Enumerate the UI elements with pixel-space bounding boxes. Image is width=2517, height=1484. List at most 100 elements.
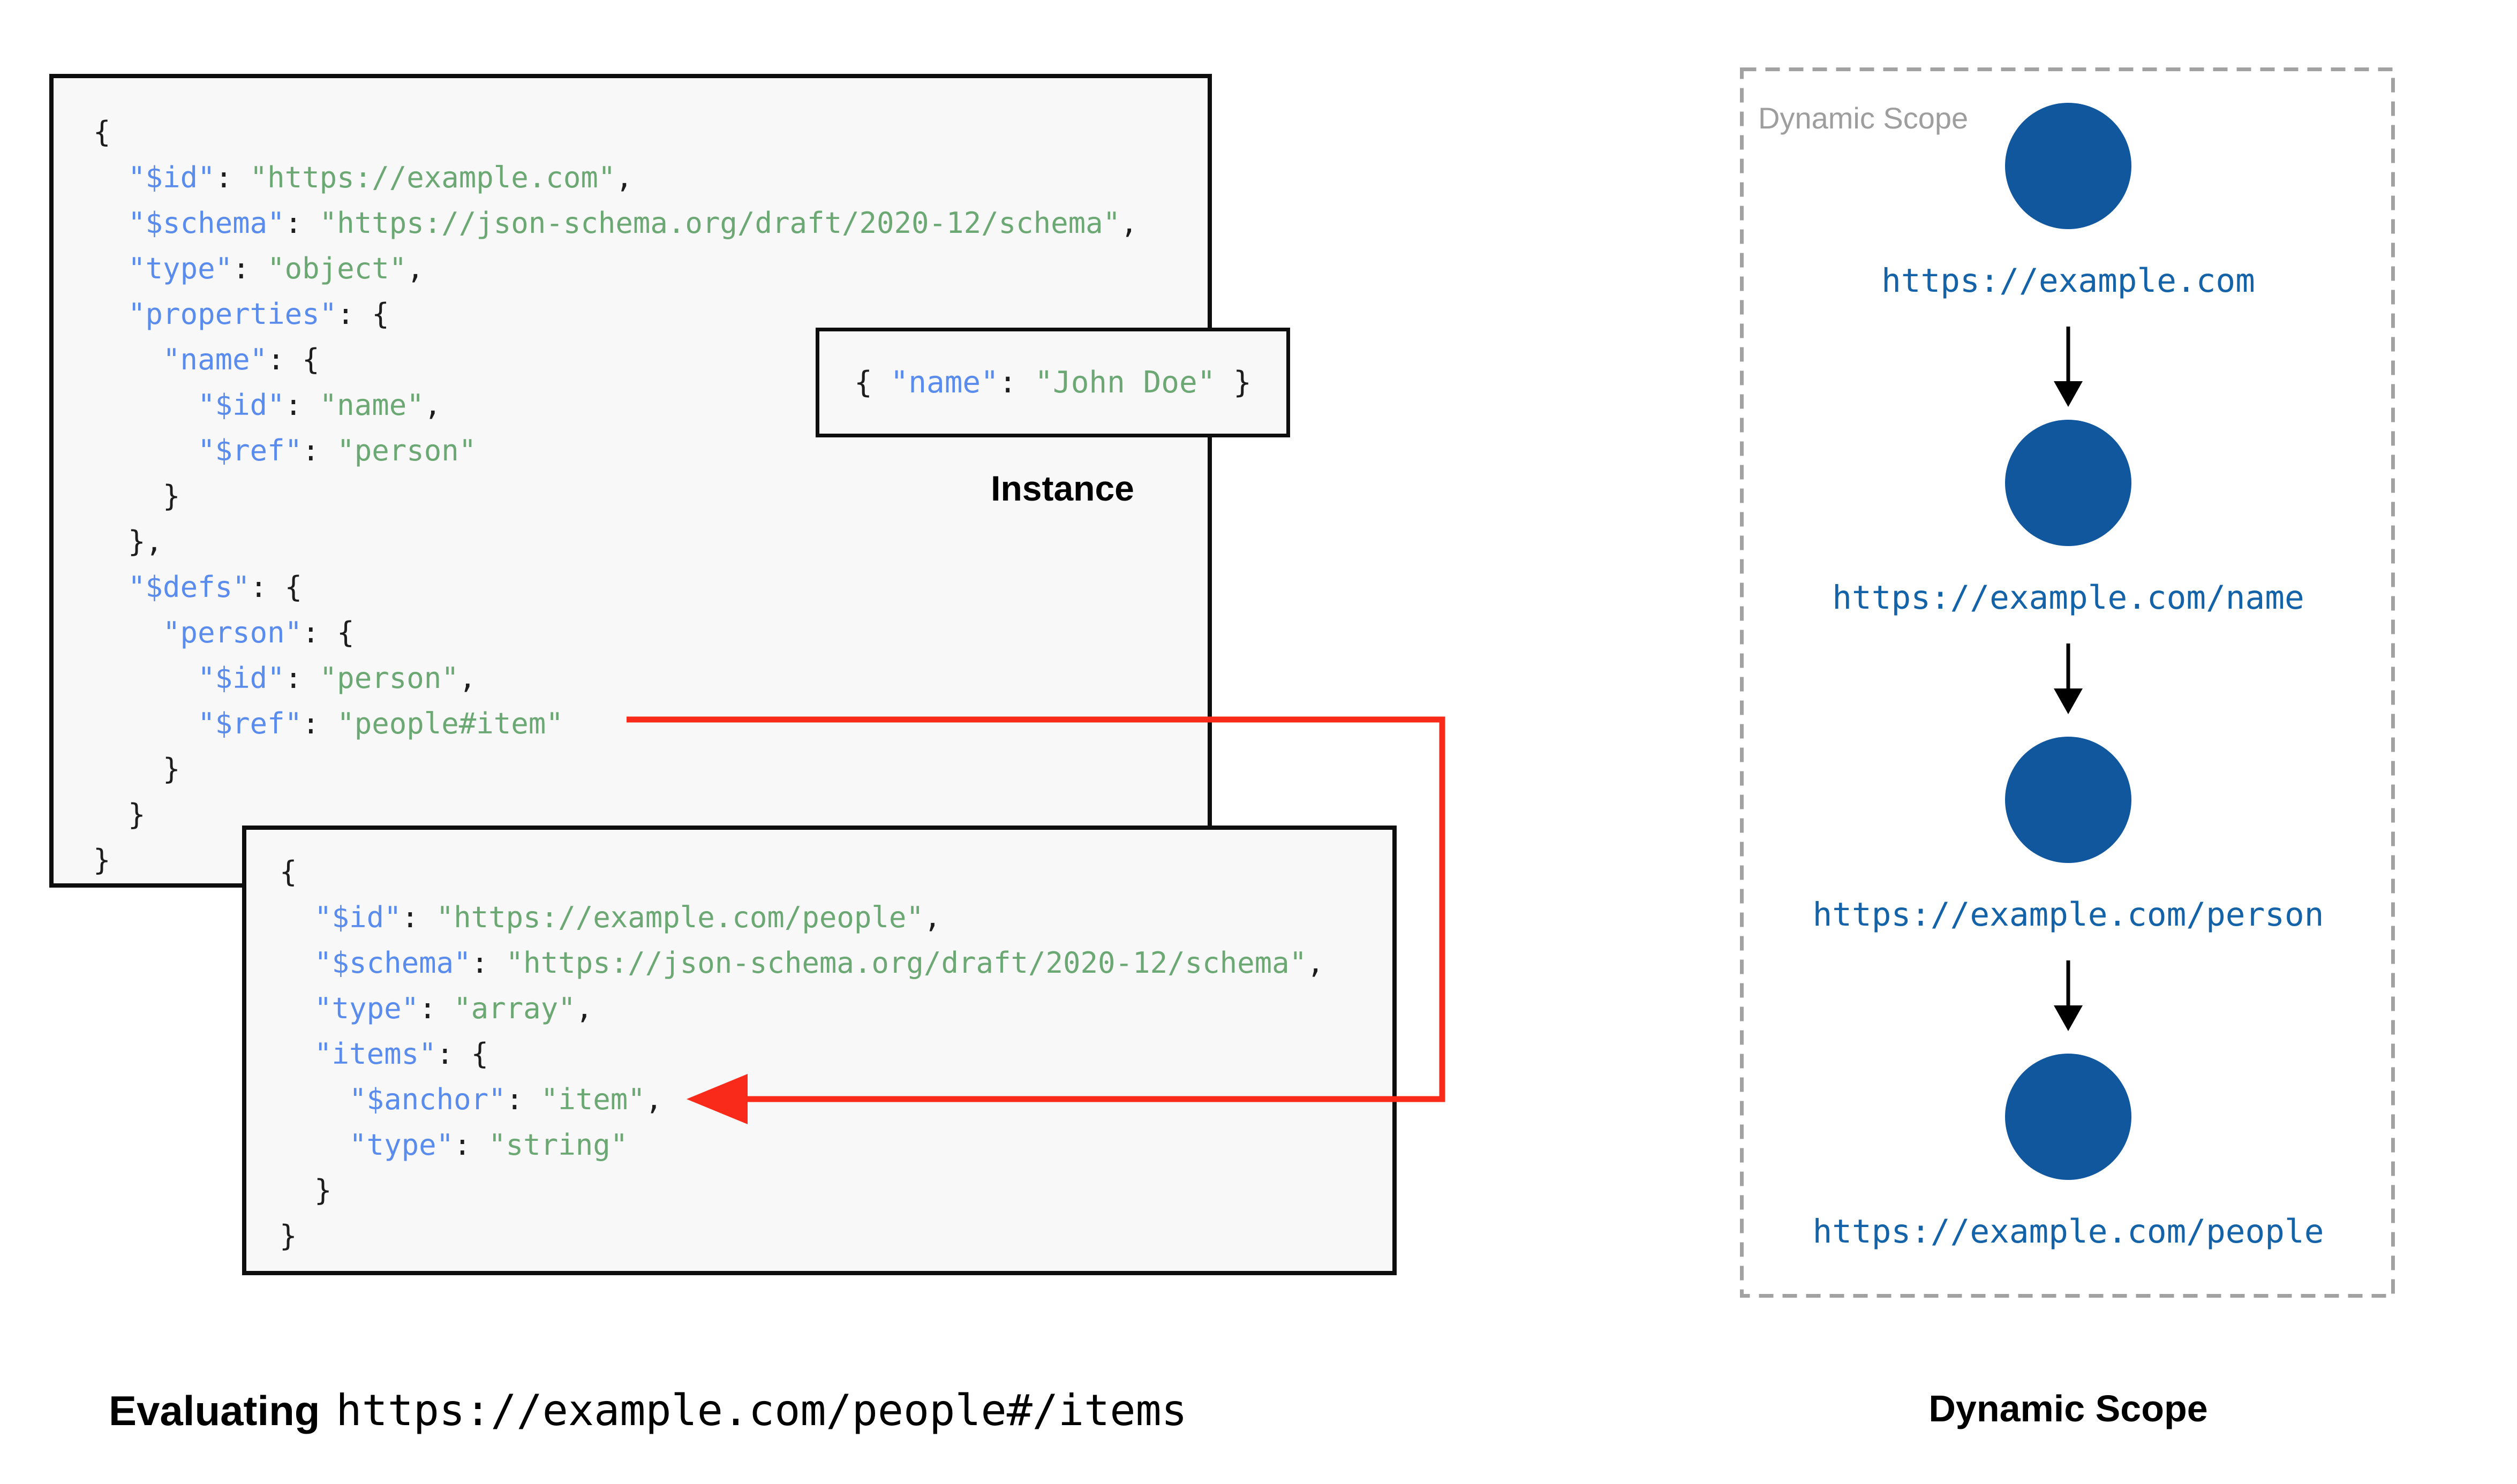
code-token-plain: : [215, 161, 250, 194]
code-token-plain: : [284, 661, 320, 695]
instance-caption: Instance [991, 468, 1134, 508]
scope-node-label-4: https://example.com/people [1812, 1213, 2324, 1251]
code-line: { [280, 849, 1392, 895]
code-token-plain: } [93, 843, 111, 877]
code-token-key: "$id" [314, 900, 402, 934]
code-token-str: "https://example.com" [250, 161, 616, 194]
code-line: } [93, 746, 1208, 792]
code-token-plain [93, 297, 128, 331]
code-token-key: "type" [349, 1128, 454, 1162]
scope-node-circle-2 [2005, 420, 2131, 546]
code-token-plain: : [419, 991, 454, 1025]
code-token-str: "name" [319, 388, 424, 422]
code-token-plain: , [645, 1082, 663, 1116]
code-token-key: "$ref" [198, 707, 303, 740]
code-token-plain: } [1215, 365, 1252, 400]
code-line: } [280, 1213, 1392, 1259]
scope-node-label-2: https://example.com/name [1832, 579, 2304, 617]
code-token-plain: : [232, 252, 268, 285]
code-token-plain: , [1120, 206, 1138, 240]
code-token-str: "array" [454, 991, 576, 1025]
code-token-plain: , [615, 161, 633, 194]
code-token-plain: : { [337, 297, 389, 331]
code-line: "$id": "person", [93, 655, 1208, 701]
code-token-plain: : [471, 946, 506, 980]
code-line: "$id": "name", [93, 382, 1208, 428]
code-token-key: "$anchor" [349, 1082, 506, 1116]
code-line: } [280, 1168, 1392, 1213]
code-token-key: "$id" [198, 388, 285, 422]
code-token-plain: { [280, 855, 297, 889]
code-token-plain [93, 161, 128, 194]
code-token-plain [280, 1128, 349, 1162]
code-line: "name": { [93, 337, 1208, 382]
code-line: } [93, 473, 1208, 519]
code-token-plain: { [854, 365, 891, 400]
code-token-plain [93, 206, 128, 240]
code-token-plain: : { [436, 1037, 489, 1071]
code-line: "$ref": "person" [93, 428, 1208, 473]
code-line: "type": "string" [280, 1122, 1392, 1168]
code-token-plain: : [454, 1128, 489, 1162]
evaluating-label: Evaluating [109, 1387, 320, 1434]
code-token-plain: , [458, 661, 477, 695]
dynamic-scope-caption: Dynamic Scope [1928, 1388, 2208, 1429]
code-token-plain: , [406, 252, 424, 285]
down-arrowhead-icon [2054, 1005, 2083, 1031]
scope-flow-arrow-1 [2054, 327, 2083, 407]
code-line: } [93, 837, 1208, 883]
code-token-plain: , [923, 900, 941, 934]
scope-node-circle-4 [2005, 1054, 2131, 1180]
code-line: "type": "object", [93, 246, 1208, 291]
code-token-plain [93, 388, 198, 422]
code-line: "$id": "https://example.com", [93, 155, 1208, 200]
code-token-key: "$ref" [198, 434, 303, 467]
code-line: "properties": { [93, 291, 1208, 337]
evaluating-line: Evaluating https://example.com/people#/i… [109, 1385, 1187, 1435]
code-token-key: "$id" [128, 161, 215, 194]
code-token-str: "person" [337, 434, 477, 467]
code-line: "$anchor": "item", [280, 1077, 1392, 1122]
code-token-plain: } [93, 752, 180, 786]
code-token-plain: , [424, 388, 442, 422]
code-token-key: "name" [163, 343, 268, 376]
code-token-str: "https://example.com/people" [436, 900, 924, 934]
code-line: "$defs": { [93, 564, 1208, 610]
code-token-key: "name" [890, 365, 999, 400]
code-token-plain: }, [93, 525, 163, 558]
code-token-plain: : [401, 900, 436, 934]
code-token-plain [93, 252, 128, 285]
code-token-key: "type" [314, 991, 419, 1025]
code-token-str: "https://json-schema.org/draft/2020-12/s… [319, 206, 1121, 240]
code-line: "$ref": "people#item" [93, 701, 1208, 746]
code-line: "items": { [280, 1031, 1392, 1077]
code-token-plain: , [1307, 946, 1324, 980]
dynamic-scope-panel-title: Dynamic Scope [1758, 101, 1969, 135]
code-token-str: "https://json-schema.org/draft/2020-12/s… [506, 946, 1307, 980]
code-token-plain: : { [302, 616, 355, 649]
down-arrowhead-icon [2054, 688, 2083, 714]
code-token-key: "$schema" [128, 206, 285, 240]
code-token-str: "item" [540, 1082, 645, 1116]
code-line: "person": { [93, 610, 1208, 655]
code-token-key: "$schema" [314, 946, 471, 980]
code-token-plain: : { [250, 570, 303, 604]
code-line: "$schema": "https://json-schema.org/draf… [93, 200, 1208, 246]
scope-node-label-3: https://example.com/person [1812, 896, 2324, 934]
code-line: "$id": "https://example.com/people", [280, 895, 1392, 940]
code-token-plain: : [506, 1082, 541, 1116]
code-token-plain: : [302, 434, 337, 467]
code-token-plain: : [302, 707, 337, 740]
instance-box: { "name": "John Doe" } [816, 328, 1290, 437]
root-schema-code: { "$id": "https://example.com", "$schema… [54, 78, 1208, 883]
code-token-plain [93, 661, 198, 695]
code-line: { [93, 109, 1208, 155]
code-line: "type": "array", [280, 986, 1392, 1031]
scope-node-label-1: https://example.com [1881, 262, 2255, 300]
code-token-plain: } [280, 1173, 332, 1207]
code-token-plain [93, 616, 163, 649]
scope-flow-arrow-2 [2054, 643, 2083, 714]
code-token-plain: { [93, 115, 111, 149]
code-token-str: "person" [319, 661, 459, 695]
code-token-plain: , [575, 991, 593, 1025]
